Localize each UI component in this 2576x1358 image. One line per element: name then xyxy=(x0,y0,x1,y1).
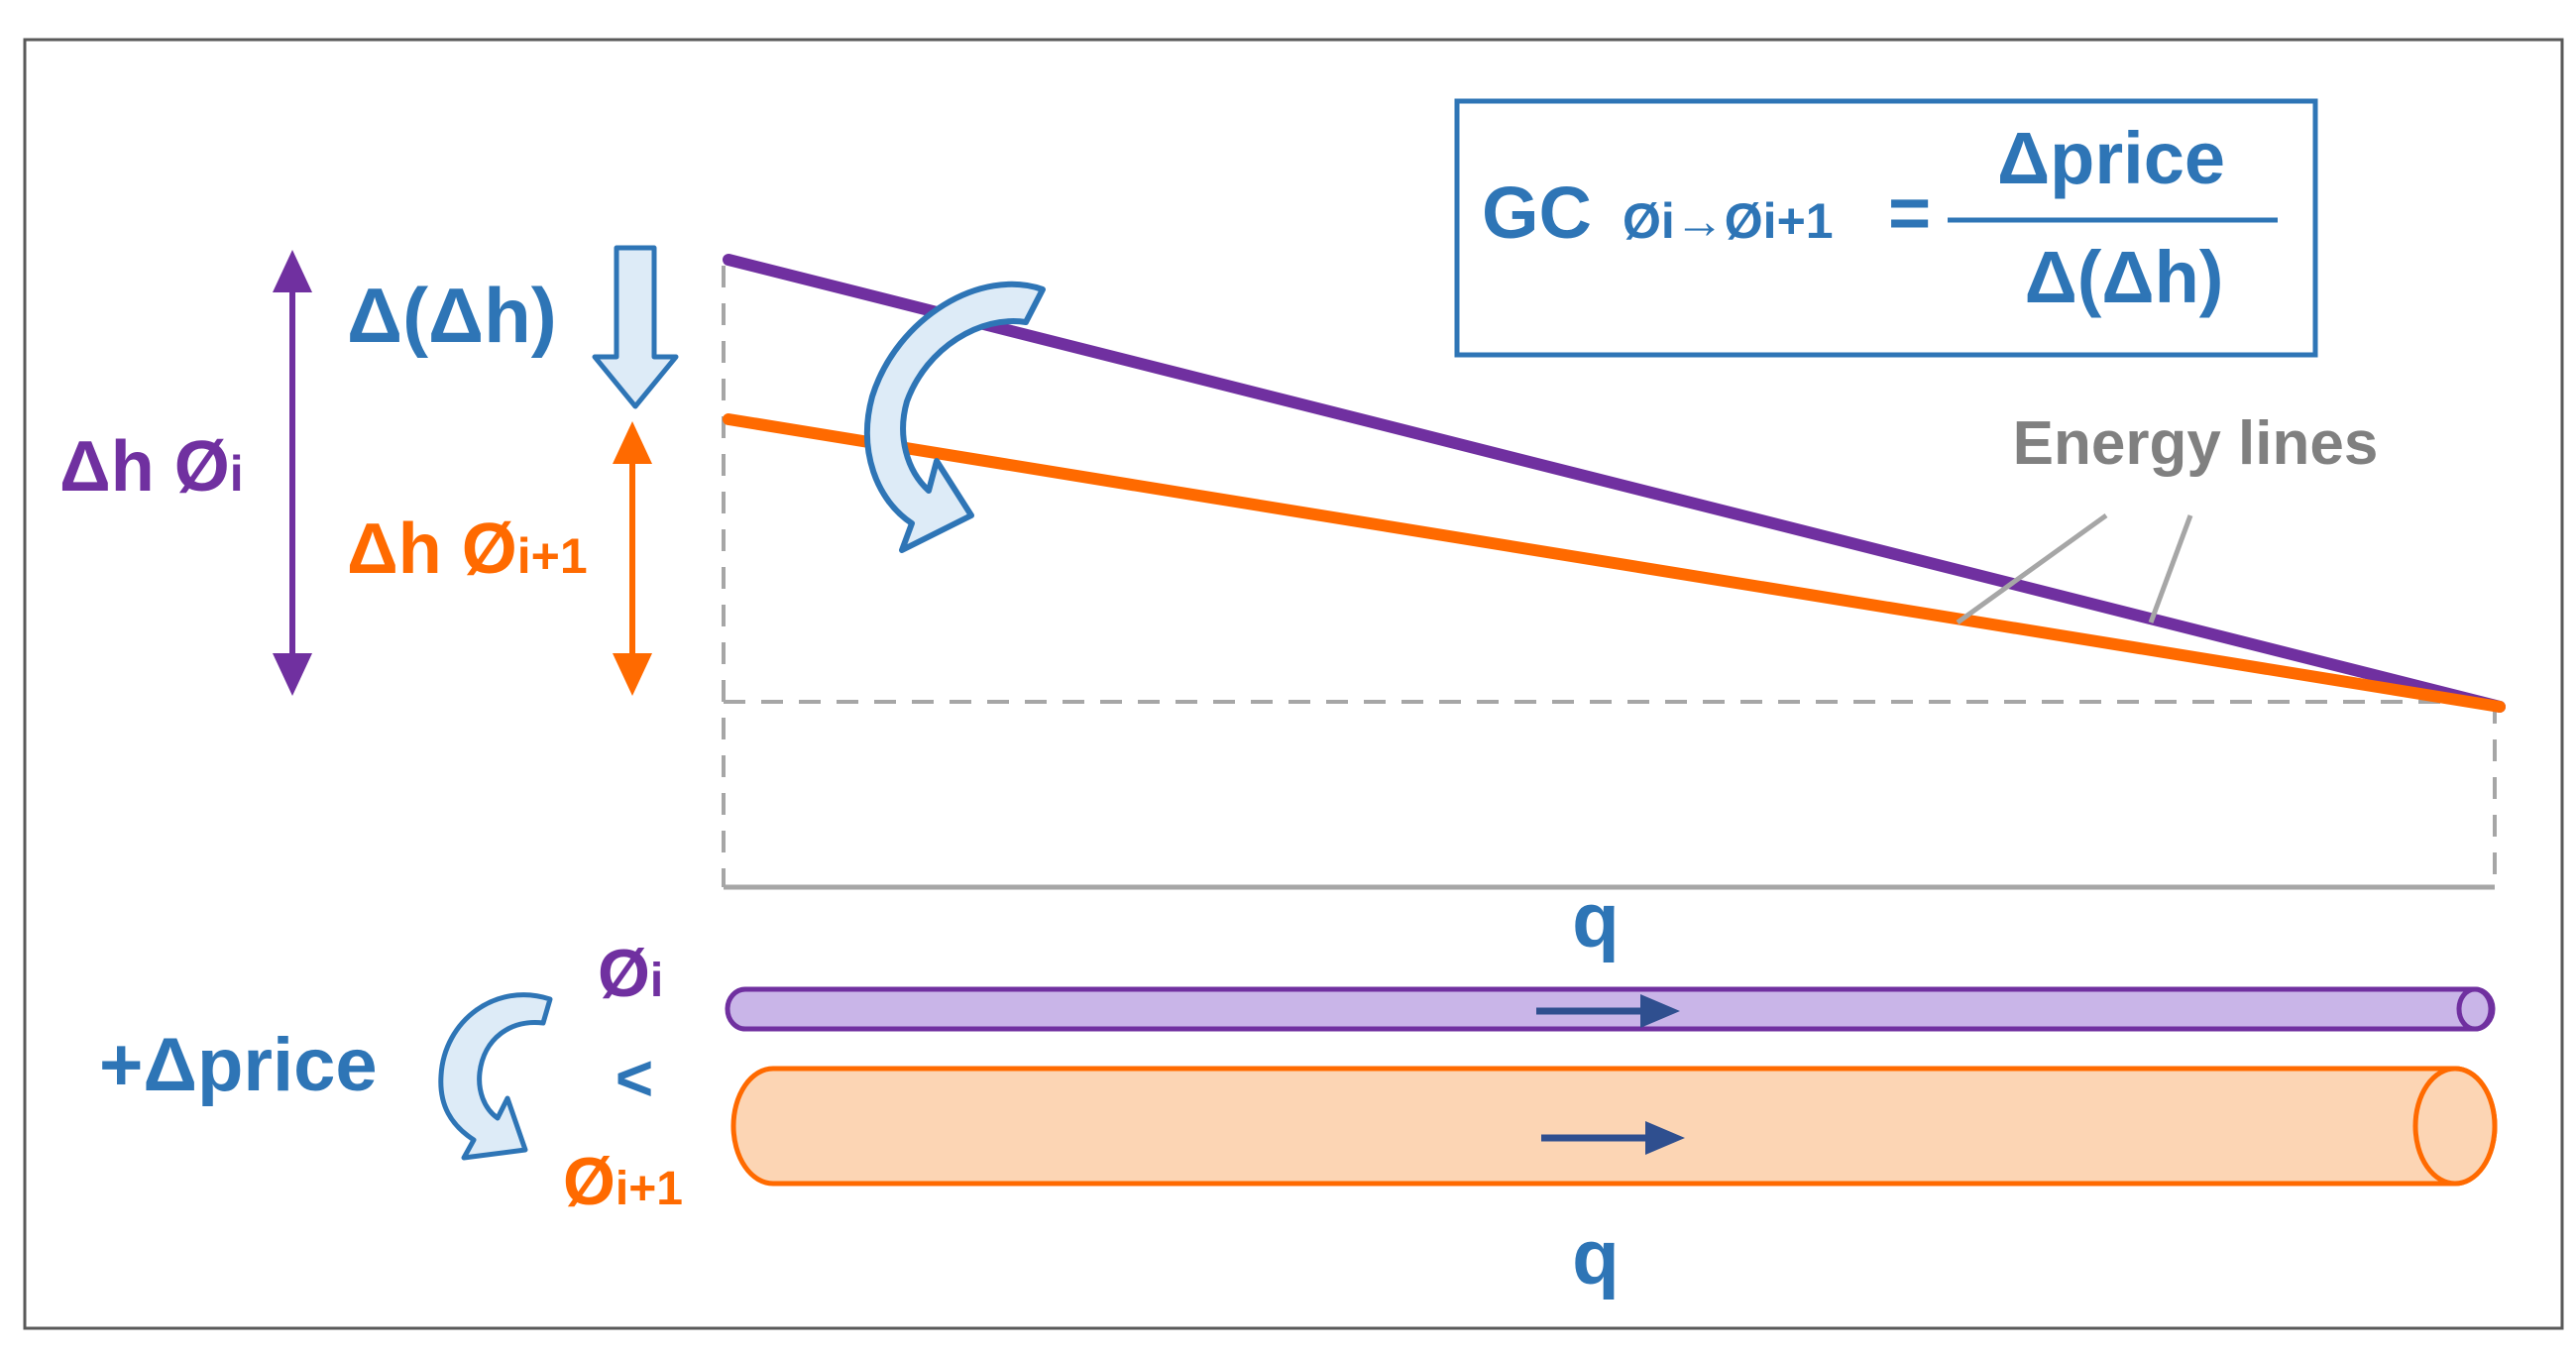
phi-i1-label: Øi+1 xyxy=(563,1144,683,1219)
energy-lines-label: Energy lines xyxy=(2013,409,2379,478)
energy-line-i xyxy=(723,254,2506,713)
down-arrow-icon xyxy=(592,245,679,409)
formula-box: GC Øi→Øi+1 = Δprice Δ(Δh) xyxy=(1454,98,2318,358)
q-top-label: q xyxy=(1572,876,1620,963)
dh-i-label: Δh Øi xyxy=(59,427,244,507)
dh-i1-arrow xyxy=(613,421,652,696)
pipe-i xyxy=(725,986,2496,1032)
q-bottom-label: q xyxy=(1572,1213,1620,1301)
formula-numerator: Δprice xyxy=(1997,117,2225,199)
dh-i1-label: Δh Øi+1 xyxy=(347,509,588,589)
phi-i-label: Øi xyxy=(598,936,663,1011)
dashed-reference xyxy=(722,266,2497,887)
pipe-i1 xyxy=(730,1066,2498,1187)
formula-lhs: GC xyxy=(1482,171,1592,254)
curved-arrow-icon xyxy=(863,281,1046,553)
plus-delta-price-label: +Δprice xyxy=(99,1023,378,1107)
dh-i-arrow xyxy=(273,250,312,696)
formula-equals: = xyxy=(1888,171,1931,254)
energy-line-i1 xyxy=(723,413,2506,713)
less-than-label: < xyxy=(616,1041,654,1114)
formula-subscript: Øi→Øi+1 xyxy=(1623,193,1834,249)
delta-delta-h-label: Δ(Δh) xyxy=(347,272,557,359)
formula-denominator: Δ(Δh) xyxy=(2025,236,2224,318)
energy-lines-callout: Energy lines xyxy=(1956,409,2379,625)
curved-arrow-icon xyxy=(438,992,553,1161)
